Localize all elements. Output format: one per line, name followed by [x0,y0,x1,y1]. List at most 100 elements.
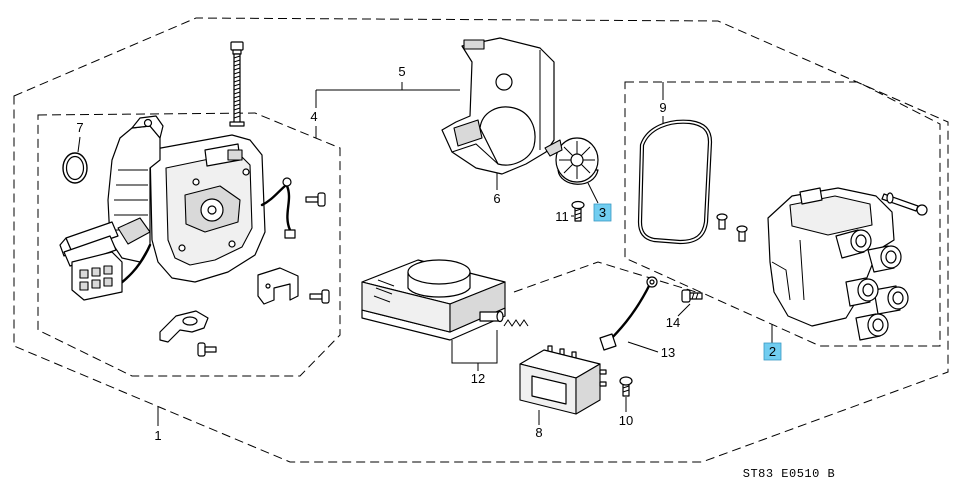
screw-shaft [309,293,323,300]
callout-12: 12 [471,371,485,386]
module-side-terminal-a [599,369,607,375]
cap-top-plateau [789,195,873,236]
leader-7 [77,136,81,153]
cap-group-boundary [624,81,941,347]
ground-wire [599,276,658,351]
rotor-hub [570,153,584,167]
mounting-bracket [257,267,299,305]
cap-tower-3 [873,285,909,315]
bolt-head [230,41,244,51]
coil-terminal-end [496,310,504,323]
rotor-arm [544,139,563,157]
harness-clip [159,310,209,343]
coil-winding-top [407,259,471,285]
callout-11: 11 [555,209,569,224]
harness-tube-a [65,221,119,253]
distributor-inner-cover [441,37,555,175]
harness-grommet [117,217,151,245]
connector-pin-4 [79,281,89,291]
callout-10: 10 [619,413,633,428]
housing-screw-b [242,168,250,176]
clip-screw [197,342,217,357]
housing-ground-terminal [282,177,296,239]
callout-9: 9 [659,100,666,115]
housing-group-boundary [37,112,341,377]
module-side [575,363,601,415]
cap-tower-2 [867,245,902,273]
callout-8: 8 [535,425,542,440]
housing-long-bolt [229,41,245,127]
clip-body [159,310,209,343]
bracket-body [257,267,299,305]
screw-14 [681,289,703,303]
leader-5-bracket [316,82,460,91]
bolt-washer [886,192,894,204]
screw-head [197,342,206,357]
connector-pin-2 [91,267,101,277]
screw-head [716,213,728,221]
leader-3 [587,182,599,204]
screw-head [736,225,748,233]
gasket-inner-line [639,120,711,243]
harness-connector [59,217,151,301]
terminal-wire [285,184,292,232]
housing-ribs [114,169,148,231]
cover-slot [453,119,483,147]
housing-screw-a [192,178,200,186]
ignition-control-module [519,345,607,415]
cover-rotor-opening [479,106,536,166]
leader-lines [77,82,773,426]
cover-top-notch [463,39,485,50]
figure-code: ST83 E0510 B [743,467,835,480]
o-ring-outer [62,152,88,184]
cap-screw-a [716,213,728,230]
callout-6: 6 [493,191,500,206]
o-ring-inner [65,155,85,181]
screw-threads [574,208,582,220]
callout-3: 3 [599,205,606,220]
mounting-ear-hole [143,118,153,128]
callout-13: 13 [661,345,675,360]
tower-bore [862,283,874,297]
tower-bore [885,250,897,264]
rotor-screw [571,200,585,222]
o-ring [62,152,88,184]
screw-shaft [305,196,319,203]
connector-pin-3 [103,265,113,275]
callout-2-highlight [763,342,782,361]
screw-threads [691,292,699,300]
ground-wire-ring-hole [649,279,655,285]
coil-spring [503,319,529,327]
housing-screw-lower [309,289,330,304]
screw-shaft [204,346,217,353]
module-side-terminal-b [599,381,607,387]
coil-core-plates [373,279,395,303]
terminal-lug [284,229,296,239]
callout-7: 7 [76,120,83,135]
callout-1: 1 [154,428,161,443]
screw-10 [619,376,633,397]
callout-3-highlight [593,203,612,222]
cap-tower-5 [855,313,889,341]
module-chip [531,375,567,405]
clip-hole [182,316,198,326]
terminal-ring [282,177,292,187]
ground-wire-lug [599,333,617,351]
cap-tower-4 [845,277,879,307]
screw-head [619,376,633,386]
callout-5: 5 [398,64,405,79]
bolt-head [916,204,928,216]
tower-bore [892,291,904,305]
housing-screw-c [228,240,236,248]
cap-ribs [771,239,805,301]
rotor [544,137,599,185]
tower-bore [855,234,867,248]
assembly-boundary-outline [13,17,949,463]
ignition-coil [361,259,529,341]
screw-head [321,289,330,304]
screw-head [571,200,585,210]
screw-head [317,192,326,207]
distributor-cap [767,187,909,341]
housing-side-wire [260,184,287,207]
